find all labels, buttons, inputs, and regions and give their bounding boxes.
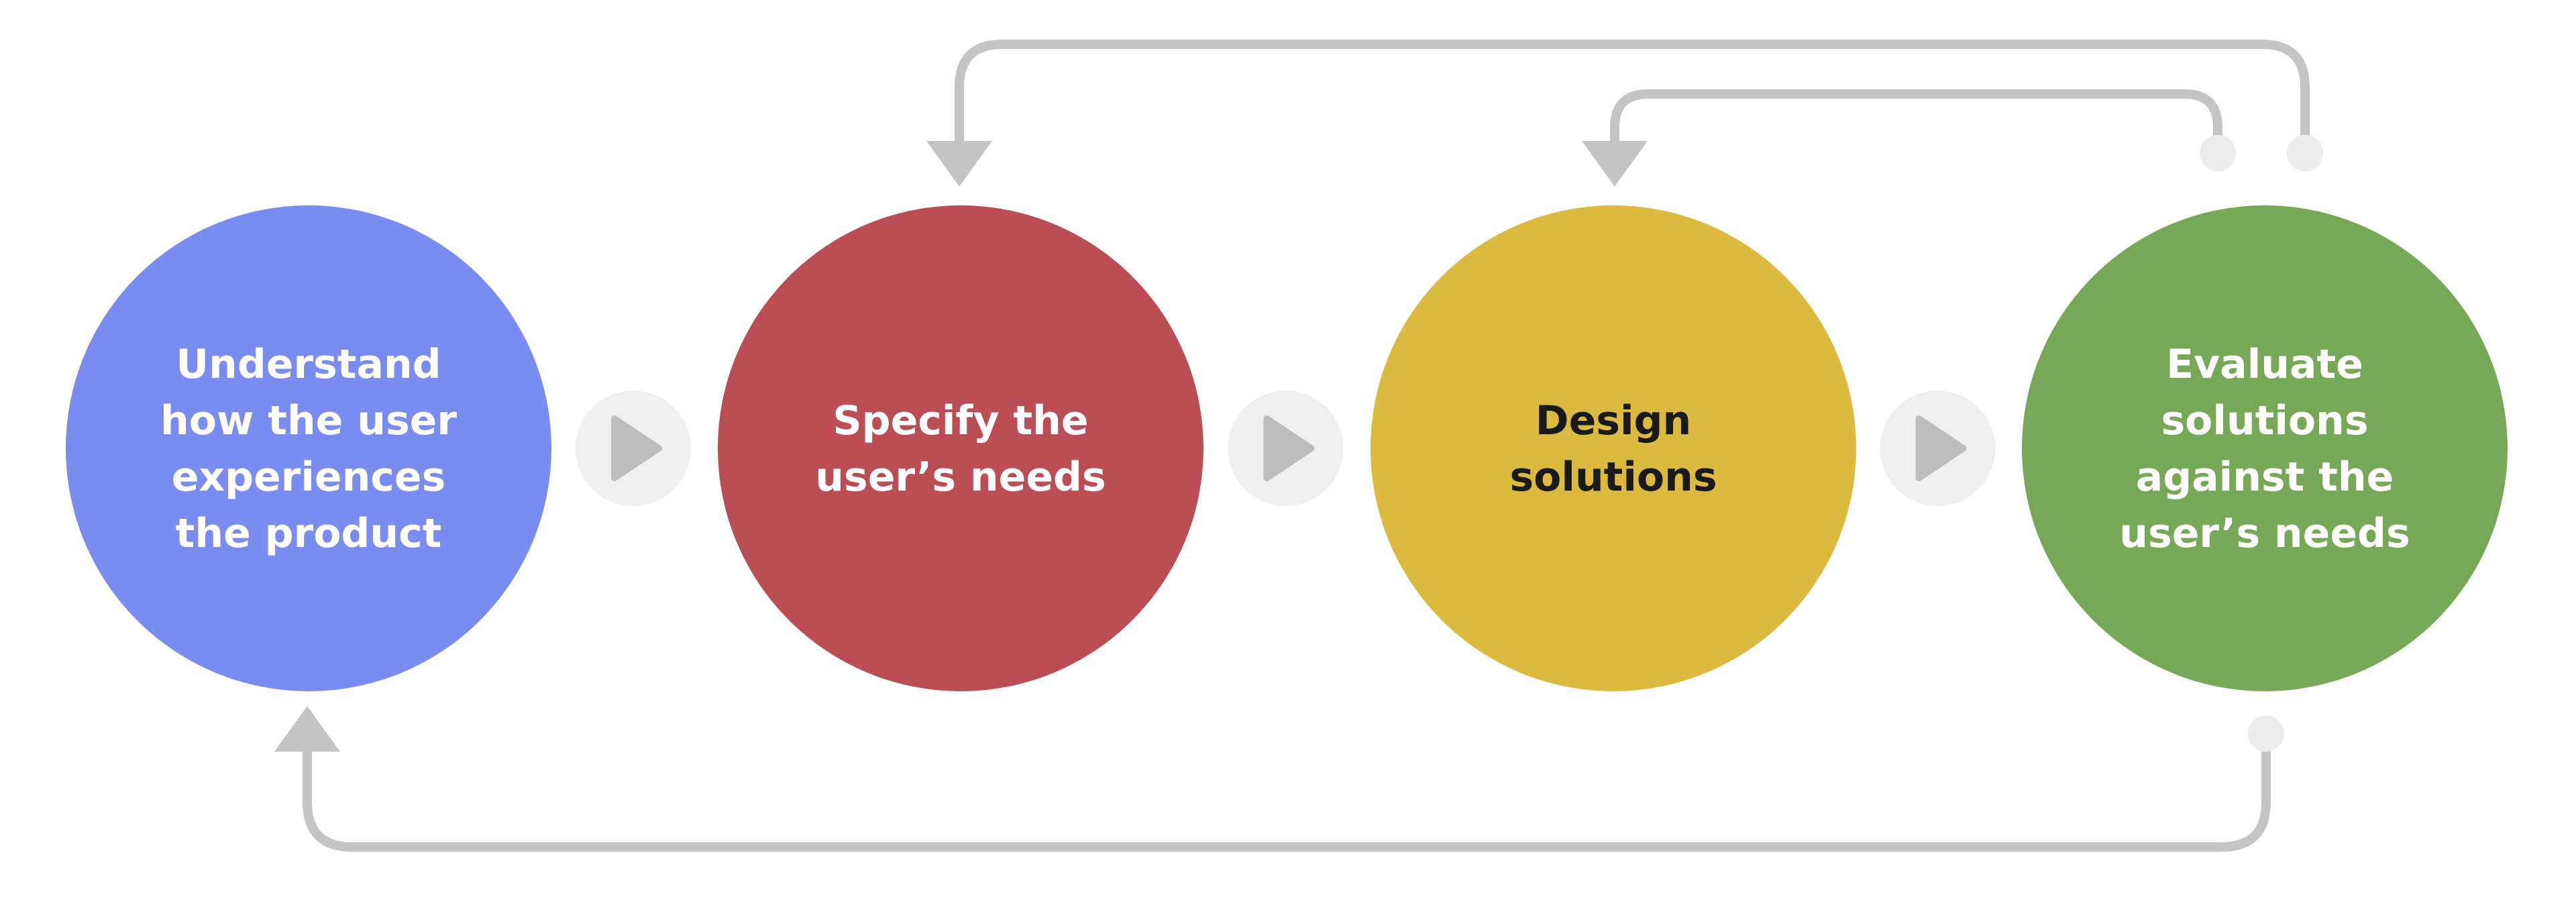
step-label-evaluate: Evaluate — [2166, 341, 2363, 388]
step-label-understand: experiences — [172, 454, 446, 501]
step-circle-evaluate — [2022, 205, 2508, 691]
step-label-design: solutions — [1509, 454, 1717, 501]
step-label-understand: how the user — [160, 397, 457, 444]
arrowhead-down-icon — [926, 141, 992, 187]
play-icon — [1915, 415, 1967, 481]
connector-1 — [576, 391, 691, 506]
play-icon — [1263, 415, 1315, 481]
loop-start-dot-inner — [2200, 135, 2236, 171]
steps: Understand how the user experiences the pro… — [66, 205, 2508, 691]
step-label-specify: user’s needs — [815, 454, 1106, 501]
step-circle-specify — [718, 205, 1203, 691]
arrowhead-down-icon — [1582, 141, 1648, 187]
step-specify: Specify the user’s needs — [718, 205, 1203, 691]
step-label-evaluate: against the — [2136, 454, 2394, 501]
step-label-evaluate: solutions — [2161, 397, 2368, 444]
loop-evaluate-to-understand — [303, 729, 2271, 852]
step-design: Design solutions — [1371, 205, 1856, 691]
step-label-evaluate: user’s needs — [2119, 510, 2410, 557]
loop-start-dot-outer — [2287, 135, 2323, 171]
step-label-understand: the product — [176, 510, 442, 557]
connector-3 — [1880, 391, 1996, 506]
step-circle-understand — [66, 205, 551, 691]
play-icon — [611, 415, 662, 481]
step-label-specify: Specify the — [833, 397, 1088, 444]
loop-evaluate-to-specify — [955, 40, 2310, 158]
feedback-loops — [274, 40, 2323, 852]
step-evaluate: Evaluate solutions against the user’s needs — [2022, 205, 2508, 691]
connectors — [576, 391, 1996, 506]
connector-2 — [1228, 391, 1344, 506]
step-label-understand: Understand — [176, 341, 441, 388]
step-understand: Understand how the user experiences the pro… — [66, 205, 551, 691]
loop-start-dot-bottom — [2248, 715, 2284, 752]
loop-evaluate-to-design — [1610, 89, 2222, 158]
arrowhead-up-icon — [274, 706, 340, 752]
step-label-design: Design — [1536, 397, 1691, 444]
step-circle-design — [1371, 205, 1856, 691]
